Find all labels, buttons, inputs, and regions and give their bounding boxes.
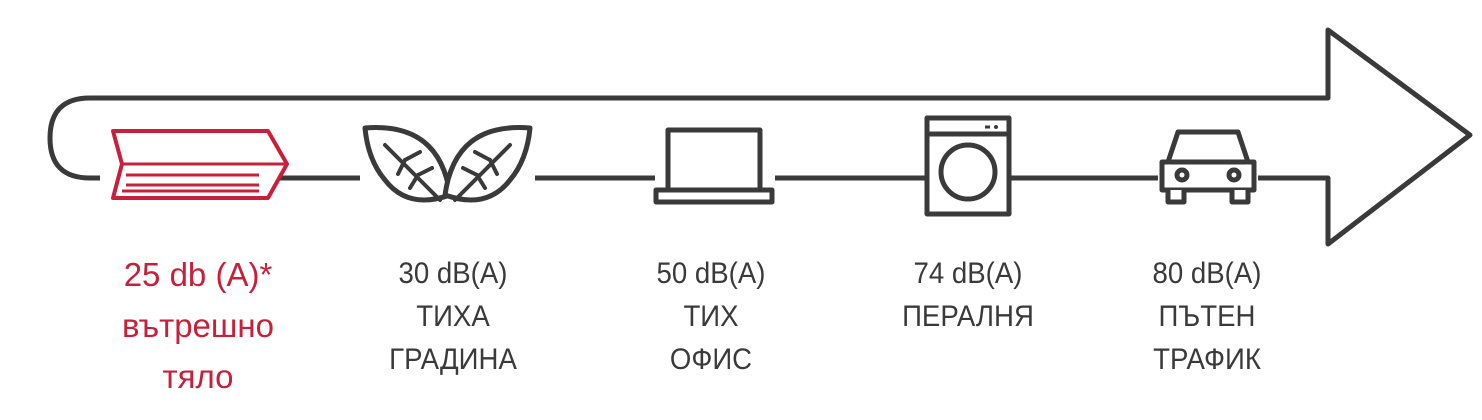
laptop-icon [653,126,775,206]
source-label-line-1: вътрешно [122,307,274,344]
caption-road-traffic: 80 dB(A) ПЪТЕН ТРАФИК [1097,252,1318,381]
noise-level: 25 db (A)* [123,256,273,293]
source-label-line-2: тяло [162,358,234,395]
source-label-line-1: ТИХ [683,300,739,333]
source-label-line-1: ПЕРАЛНЯ [902,300,1034,333]
car-icon [1158,124,1258,205]
caption-quiet-garden: 30 dB(A) ТИХА ГРАДИНА [343,252,564,381]
noise-level: 80 dB(A) [1152,257,1262,290]
washing-machine-icon [924,115,1012,217]
noise-level: 30 dB(A) [398,257,508,290]
source-label-line-2: ГРАДИНА [389,343,517,376]
source-label-line-1: ТИХА [416,300,490,333]
noise-level: 74 dB(A) [913,257,1023,290]
caption-indoor-unit: 25 db (A)* вътрешно тяло [78,249,318,402]
leaves-icon [360,118,535,218]
indoor-unit-icon [100,120,289,220]
noise-level: 50 dB(A) [656,257,766,290]
source-label-line-2: ОФИС [669,343,753,376]
source-label-line-2: ТРАФИК [1153,343,1261,376]
source-label-line-1: ПЪТЕН [1158,300,1256,333]
caption-washing-machine: 74 dB(A) ПЕРАЛНЯ [858,252,1079,338]
caption-quiet-office: 50 dB(A) ТИХ ОФИС [601,252,822,381]
